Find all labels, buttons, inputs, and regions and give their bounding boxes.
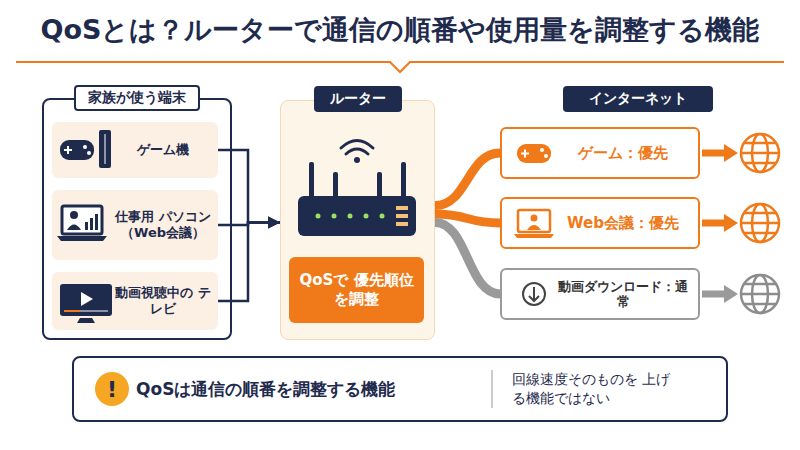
router-panel: QoSで 優先順位を調整ルーター [280, 100, 435, 340]
arrow-shaft [702, 291, 726, 298]
device-box: 動画視聴中の テレビ [52, 272, 218, 330]
column-heading: インターネット [563, 86, 713, 112]
globe-latitude [744, 232, 776, 235]
note-text: 回線速度そのものを 上げる機能ではない [512, 358, 682, 420]
note-box: QoSは通信の順番を調整する機能回線速度そのものを 上げる機能ではない [72, 356, 728, 422]
device-label: 動画視聴中の テレビ [112, 272, 214, 330]
globe-equator [741, 152, 779, 155]
title-underline [16, 62, 784, 72]
device-label: 仕事用 パソコン （Web会議） [112, 190, 214, 260]
priority-label: 動画ダウンロード：通常 [552, 270, 694, 318]
arrow-shaft [702, 150, 726, 157]
globe-meridian [752, 134, 768, 172]
qos-label: QoSで 優先順位を調整 [289, 257, 424, 323]
internet-arrow [702, 144, 738, 303]
priority-box: Web会議：優先 [500, 197, 700, 249]
globe-latitude [744, 142, 776, 145]
normal-box: 動画ダウンロード：通常 [500, 268, 700, 320]
globe-icon [741, 134, 779, 172]
globe-equator [741, 222, 779, 225]
globe-outline [741, 134, 779, 172]
globe-meridian [752, 204, 768, 242]
warning-mark: ! [95, 372, 129, 406]
qos-box: QoSで 優先順位を調整 [289, 257, 424, 323]
globe-latitude [744, 283, 776, 286]
flow-connector [435, 153, 500, 206]
device-box: 仕事用 パソコン （Web会議） [52, 190, 218, 260]
group-heading: ルーター [314, 86, 402, 112]
flow-connector [435, 222, 500, 294]
globe-icon [741, 204, 779, 242]
globe-meridian [752, 275, 768, 313]
device-label: ゲーム機 [112, 122, 214, 178]
device-group: ゲーム機仕事用 パソコン （Web会議）動画視聴中の テレビ家族が使う端末 [42, 98, 232, 340]
arrow-head [724, 285, 738, 303]
priority-label: Web会議：優先 [552, 199, 694, 247]
device-box: ゲーム機 [52, 122, 218, 178]
group-heading: 家族が使う端末 [74, 85, 200, 111]
globe-icon [741, 275, 779, 313]
globe-equator [741, 293, 779, 296]
globe-latitude [744, 212, 776, 215]
globe-outline [741, 204, 779, 242]
flow-connector [435, 214, 500, 223]
globe-outline [741, 275, 779, 313]
priority-label: ゲーム：優先 [552, 129, 694, 177]
diagram-title: QoSとは？ルーターで通信の順番や使用量を調整する機能 [0, 12, 800, 48]
globe-latitude [744, 162, 776, 165]
note-text: QoSは通信の順番を調整する機能 [136, 358, 496, 420]
arrow-head [724, 144, 738, 162]
globe-latitude [744, 303, 776, 306]
arrow-shaft [702, 220, 726, 227]
arrow-head [724, 214, 738, 232]
priority-box: ゲーム：優先 [500, 127, 700, 179]
